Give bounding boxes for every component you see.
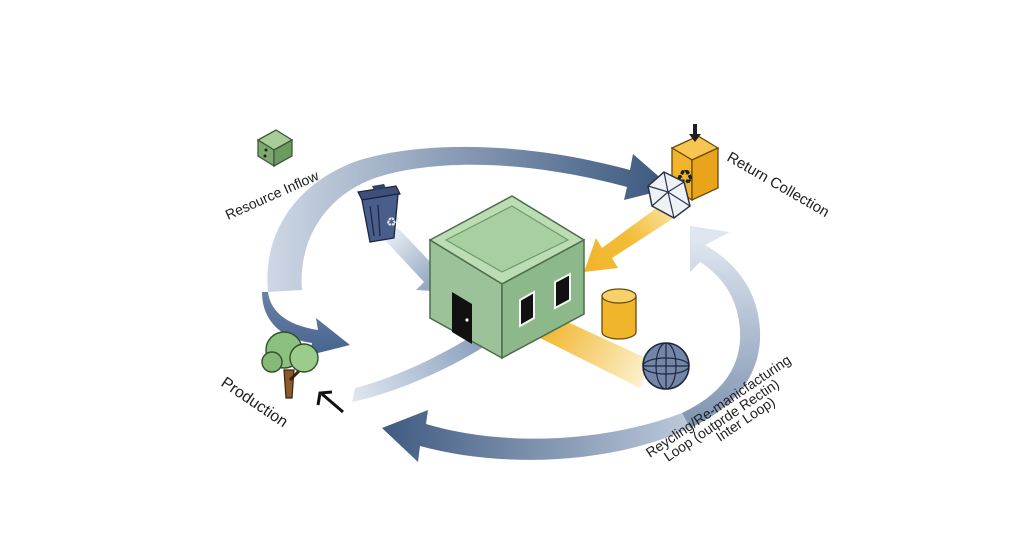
loop-arrow-bottom [382,410,690,462]
gold-beam-recycle [540,312,650,388]
arrow-down-icon [693,124,697,138]
svg-text:♻: ♻ [386,215,397,229]
tree-icon [261,331,319,399]
return-collection-box-icon: ♻ [670,124,720,202]
globe-icon [642,342,690,390]
recycle-bin-icon: ♻ [357,184,401,243]
window-icon [554,272,571,310]
cylinder-icon [601,288,637,340]
resource-cube-icon [256,129,294,168]
door-icon [452,292,472,344]
inner-return-arrow [352,336,482,402]
crystal-icon [647,171,691,219]
window-icon [519,290,535,328]
loop-arrow-right [682,226,761,428]
label-return-collection: Return Collection [724,149,832,221]
arrow-pointer-icon [316,390,344,414]
loop-arrow-left [262,292,350,355]
label-production: Production [218,374,291,431]
gold-beam-return [584,198,680,272]
green-building-icon [428,195,586,360]
